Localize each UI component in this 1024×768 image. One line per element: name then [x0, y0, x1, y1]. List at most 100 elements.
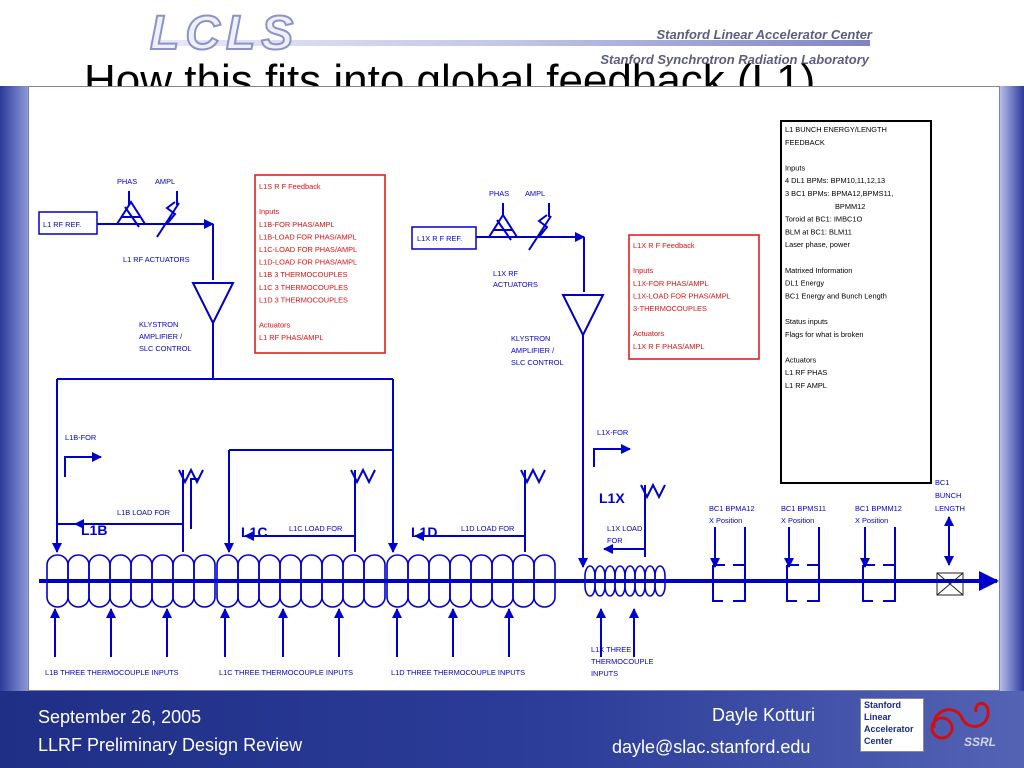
l1s-box-line-2: Inputs — [259, 207, 279, 216]
global-box-line-6: BPMM12 — [835, 202, 865, 211]
global-box-line-9: Laser phase, power — [785, 240, 850, 249]
section-l1b-label: L1B — [81, 522, 107, 538]
slac-logo-line-4: Center — [864, 736, 893, 746]
l1x-box-line-8: L1X R F PHAS/AMPL — [633, 342, 704, 351]
l1x-phas-label: PHAS — [489, 189, 509, 198]
l1-klystron-line-3: SLC CONTROL — [139, 344, 192, 353]
cavity-strings — [46, 554, 666, 608]
global-box-line-12: DL1 Energy — [785, 279, 824, 288]
l1x-load-for-line-2: FOR — [607, 536, 623, 545]
slac-logo: Stanford Linear Accelerator Center — [860, 698, 924, 752]
global-feedback-box — [780, 120, 932, 484]
global-box-line-0: L1 BUNCH ENERGY/LENGTH — [785, 125, 887, 134]
global-box-line-3: Inputs — [785, 163, 805, 172]
footer-date: September 26, 2005 — [38, 707, 202, 727]
bunch-length-line-1: BC1 — [935, 478, 949, 487]
footer: September 26, 2005 LLRF Preliminary Desi… — [0, 691, 1024, 768]
header: LCLS Stanford Linear Accelerator Center … — [0, 0, 1024, 105]
l1-klystron-icon — [191, 282, 235, 326]
l1x-for-label: L1X-FOR — [597, 428, 628, 437]
cavity-cell — [533, 554, 556, 608]
slac-logo-line-1: Stanford — [864, 700, 901, 710]
l1-actuators-label: L1 RF ACTUATORS — [123, 255, 190, 264]
l1x-box-line-0: L1X R F Feedback — [633, 241, 695, 250]
lcls-logo: LCLS — [149, 6, 300, 61]
l1c-thermo-label: L1C THREE THERMOCOUPLE INPUTS — [219, 668, 353, 677]
global-box-line-15: Status inputs — [785, 317, 828, 326]
l1x-rf-ref-label: L1X R F REF. — [417, 234, 462, 243]
l1x-box-line-7: Actuators — [633, 329, 665, 338]
global-box-line-13: BC1 Energy and Bunch Length — [785, 291, 887, 300]
l1d-load-icon — [520, 467, 546, 485]
bpm-3-pos: X Position — [855, 516, 888, 525]
footer-author: Dayle Kotturi — [712, 705, 816, 725]
l1s-box-line-3: L1B-FOR PHAS/AMPL — [259, 220, 335, 229]
l1x-thermo-line-2: THERMOCOUPLE — [591, 657, 653, 666]
global-box-line-19: L1 RF PHAS — [785, 368, 827, 377]
l1x-actuators-line-2: ACTUATORS — [493, 280, 538, 289]
ssrl-logo-text: SSRL — [964, 735, 996, 749]
left-band — [0, 86, 28, 691]
thermocouple-arrows — [50, 608, 639, 657]
l1-klystron-line-1: KLYSTRON — [139, 320, 178, 329]
global-box-line-11: Matrixed Information — [785, 266, 852, 275]
l1s-box-line-9: L1D 3 THERMOCOUPLES — [259, 295, 348, 304]
l1x-box-line-5: 3-THERMOCOUPLES — [633, 304, 707, 313]
bpm-1-name: BC1 BPMA12 — [709, 504, 755, 513]
l1x-box-line-2: Inputs — [633, 266, 653, 275]
l1-ampl-label: AMPL — [155, 177, 175, 186]
l1x-phase-shifter-icon — [487, 213, 519, 241]
global-box-line-8: BLM at BC1: BLM11 — [785, 227, 852, 236]
l1s-box-line-6: L1D-LOAD FOR PHAS/AMPL — [259, 258, 357, 267]
bunch-length-line-3: LENGTH — [935, 504, 965, 513]
right-band — [1000, 86, 1024, 691]
global-box-line-18: Actuators — [785, 355, 817, 364]
section-l1x-label: L1X — [599, 490, 625, 506]
feedback-diagram: PHAS AMPL L1 RF REF. L1 RF ACTUATORS KLY… — [38, 120, 999, 678]
l1s-box-line-5: L1C-LOAD FOR PHAS/AMPL — [259, 245, 357, 254]
l1x-klystron-icon — [561, 294, 605, 338]
l1s-box-line-4: L1B-LOAD FOR PHAS/AMPL — [259, 232, 357, 241]
l1x-box-line-3: L1X-FOR PHAS/AMPL — [633, 279, 709, 288]
global-box-line-4: 4 DL1 BPMs: BPM10,11,12,13 — [785, 176, 885, 185]
l1s-box-line-8: L1C 3 THERMOCOUPLES — [259, 283, 348, 292]
org-line-2: Stanford Synchrotron Radiation Laborator… — [600, 52, 869, 67]
ssrl-logo: SSRL — [926, 698, 996, 750]
bpm-2-name: BC1 BPMS11 — [781, 504, 826, 513]
l1c-load-icon — [350, 467, 376, 485]
l1x-attenuator-icon — [528, 214, 552, 251]
l1b-for-label: L1B-FOR — [65, 433, 96, 442]
l1b-load-icon — [178, 467, 204, 485]
section-l1d-label: L1D — [411, 524, 437, 540]
bpm-1-pos: X Position — [709, 516, 742, 525]
l1x-actuators-line-1: L1X RF — [493, 269, 519, 278]
l1x-thermo-line-3: INPUTS — [591, 669, 618, 678]
l1b-thermo-label: L1B THREE THERMOCOUPLE INPUTS — [45, 668, 179, 677]
footer-email: dayle@slac.stanford.edu — [612, 737, 811, 757]
l1x-feedback-box — [628, 234, 760, 360]
cavity-cell — [193, 554, 216, 608]
slac-logo-line-3: Accelerator — [864, 724, 914, 734]
l1x-thermo-line-1: L1X THREE — [591, 645, 631, 654]
global-box-line-1: FEEDBACK — [785, 138, 825, 147]
l1x-klystron-line-3: SLC CONTROL — [511, 358, 564, 367]
l1s-box-line-12: L1 RF PHAS/AMPL — [259, 333, 323, 342]
bunch-length-line-2: BUNCH — [935, 491, 961, 500]
cavity-cell — [654, 565, 666, 597]
global-box-line-7: Toroid at BC1: IMBC1O — [785, 215, 862, 224]
l1-attenuator-icon — [156, 201, 180, 238]
bpm-2-pos: X Position — [781, 516, 814, 525]
l1x-box-line-4: L1X-LOAD FOR PHAS/AMPL — [633, 291, 731, 300]
l1-phase-shifter-icon — [115, 200, 147, 228]
l1x-load-for-line-1: L1X LOAD — [607, 524, 642, 533]
section-l1c-label: L1C — [241, 524, 267, 540]
l1s-box-line-11: Actuators — [259, 321, 291, 330]
diagram-frame: PHAS AMPL L1 RF REF. L1 RF ACTUATORS KLY… — [28, 86, 1000, 691]
l1s-feedback-box — [254, 174, 386, 354]
l1s-box-line-0: L1S R F Feedback — [259, 182, 321, 191]
l1b-load-for-label: L1B LOAD FOR — [117, 508, 170, 517]
org-line-1: Stanford Linear Accelerator Center — [656, 27, 872, 42]
bpm-3-name: BC1 BPMM12 — [855, 504, 902, 513]
l1-rf-ref-label: L1 RF REF. — [43, 220, 81, 229]
